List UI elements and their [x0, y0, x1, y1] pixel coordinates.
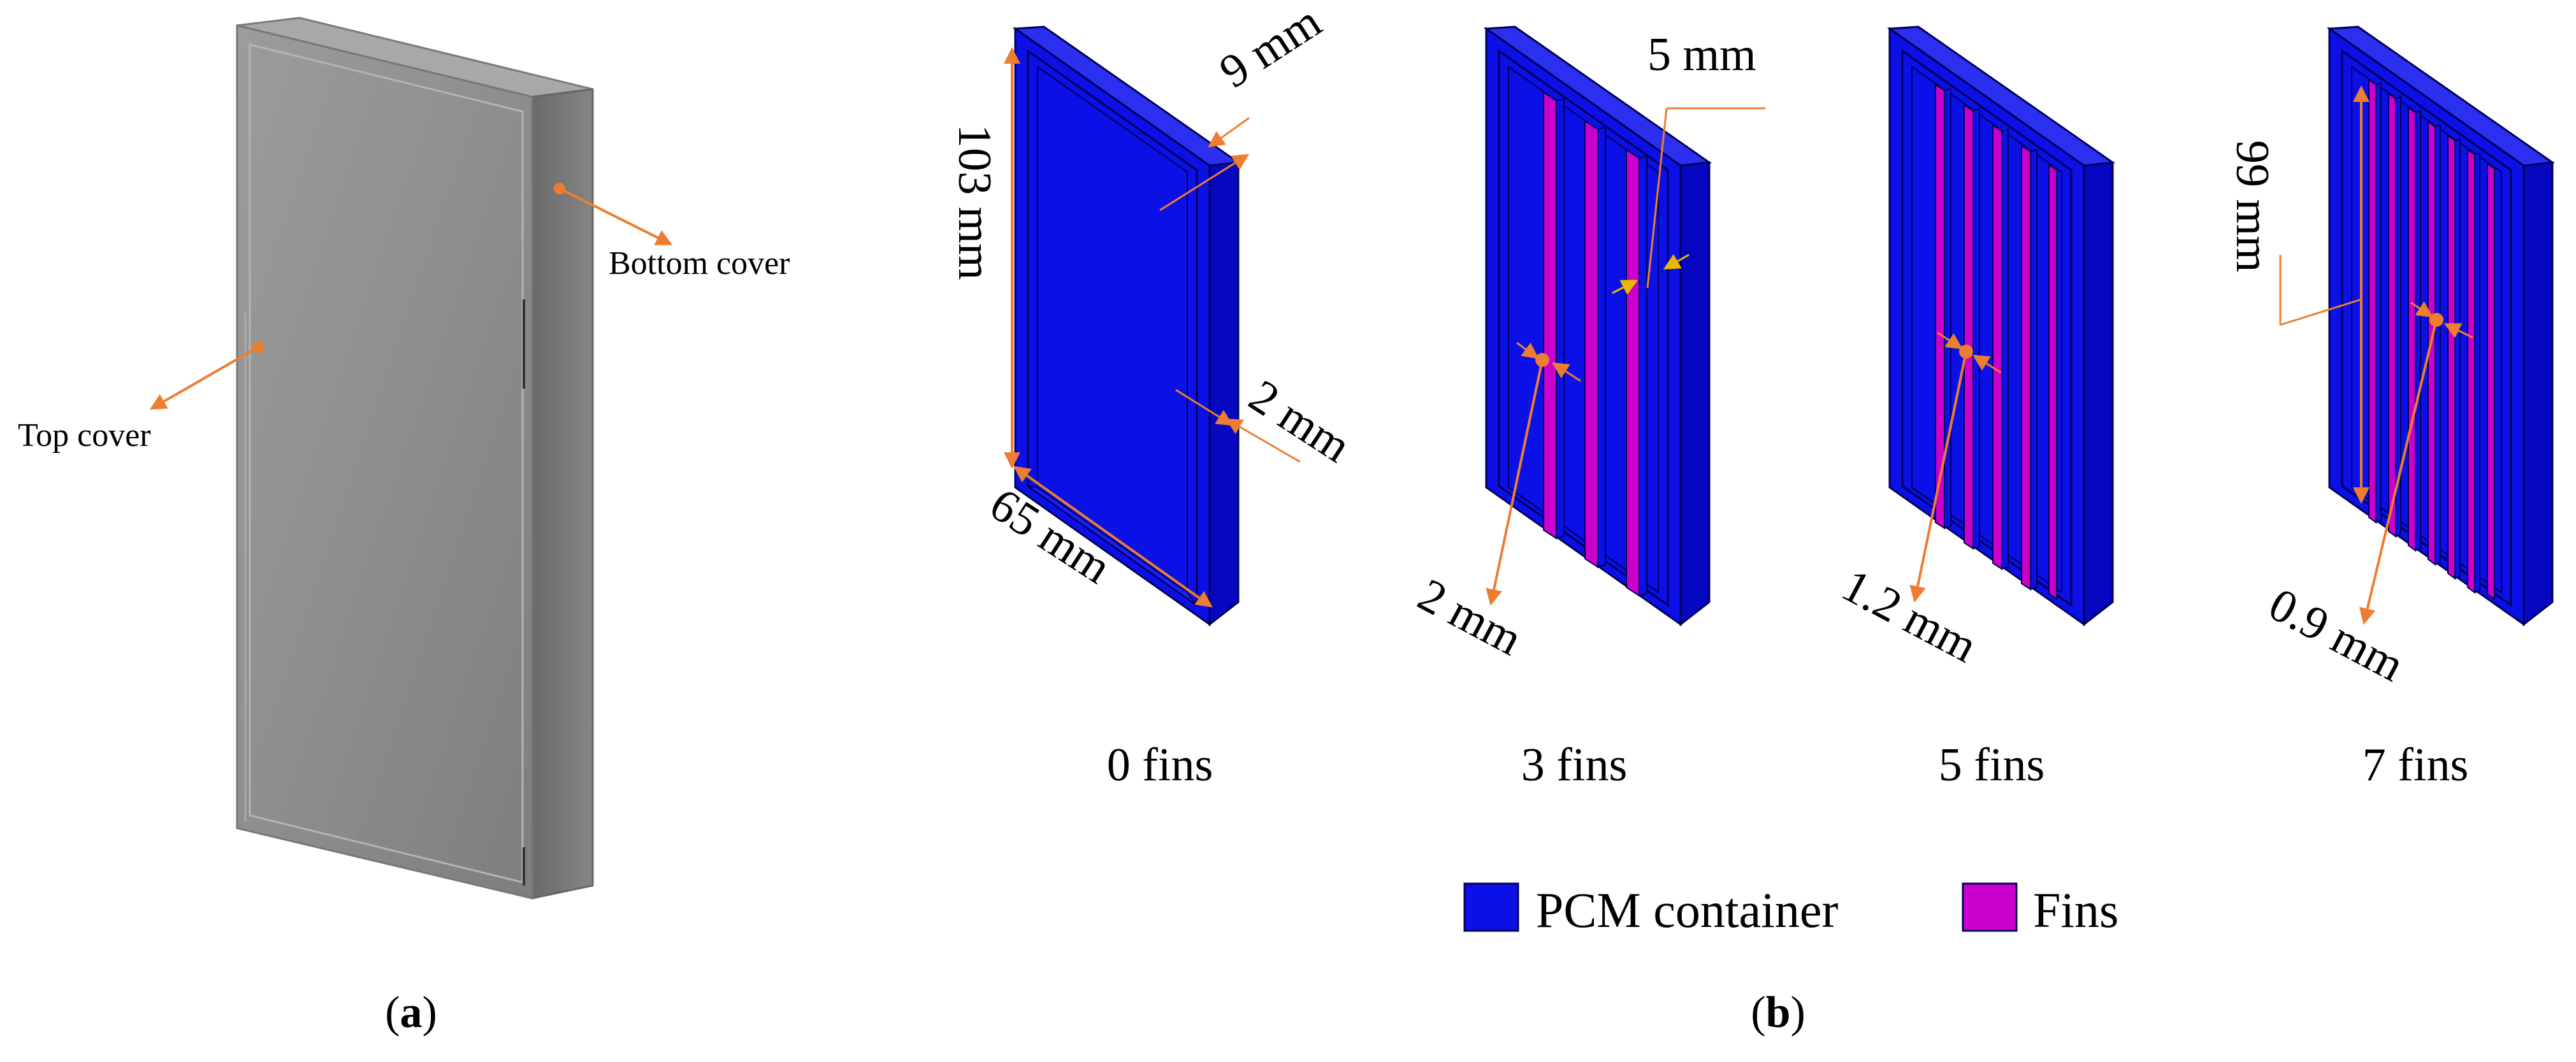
- legend-swatch-fins: [1962, 882, 2018, 932]
- dim-annotations-7-fins: [2279, 85, 2473, 625]
- dim-2mm-label: 2 mm: [1240, 370, 1360, 473]
- top-cover-label: Top cover: [18, 417, 151, 454]
- legend: PCM container Fins: [1463, 882, 2118, 938]
- panel-b: 9 mm 103 mm 2 mm 65 mm 0 fins: [948, 0, 2556, 1037]
- panel-a: Top cover Bottom cover (a): [18, 17, 790, 1037]
- dim-annotations-3-fins: [1486, 107, 1765, 606]
- container-7-fins: [2326, 25, 2556, 627]
- container-3-fins: [1483, 25, 1712, 627]
- dim-2mm-fin-label: 2 mm: [1410, 569, 1530, 666]
- dim-99mm-label: 99 mm: [2226, 140, 2278, 273]
- panel-b-caption: (b): [1751, 988, 1805, 1037]
- caption-7-fins: 7 fins: [2363, 739, 2469, 791]
- fins-5: [1935, 83, 2057, 600]
- caption-0-fins: 0 fins: [1107, 739, 1213, 791]
- legend-swatch-pcm-container: [1463, 882, 1519, 932]
- bottom-cover-label: Bottom cover: [609, 245, 790, 282]
- dim-9mm-label: 9 mm: [1211, 0, 1331, 98]
- caption-3-fins: 3 fins: [1521, 739, 1628, 791]
- dim-annotations-5-fins: [1909, 331, 2002, 603]
- dim-0-9mm-label: 0.9 mm: [2261, 578, 2412, 692]
- dim-1-2mm-label: 1.2 mm: [1834, 559, 1985, 673]
- bottom-cover-pointer: [554, 183, 673, 245]
- dim-5mm-label: 5 mm: [1647, 29, 1756, 81]
- fins-3: [1543, 91, 1647, 597]
- top-cover-pointer: [149, 341, 264, 410]
- dim-annotations-0-fins: [1004, 47, 1301, 608]
- container-5-fins: [1886, 25, 2116, 627]
- aluminium-cover-block: [236, 17, 594, 900]
- caption-5-fins: 5 fins: [1939, 739, 2045, 791]
- legend-label-fins: Fins: [2033, 882, 2118, 938]
- dim-103mm-label: 103 mm: [948, 124, 1001, 280]
- panel-a-caption: (a): [385, 988, 437, 1037]
- fins-7: [2368, 78, 2495, 600]
- legend-label-pcm-container: PCM container: [1536, 882, 1838, 938]
